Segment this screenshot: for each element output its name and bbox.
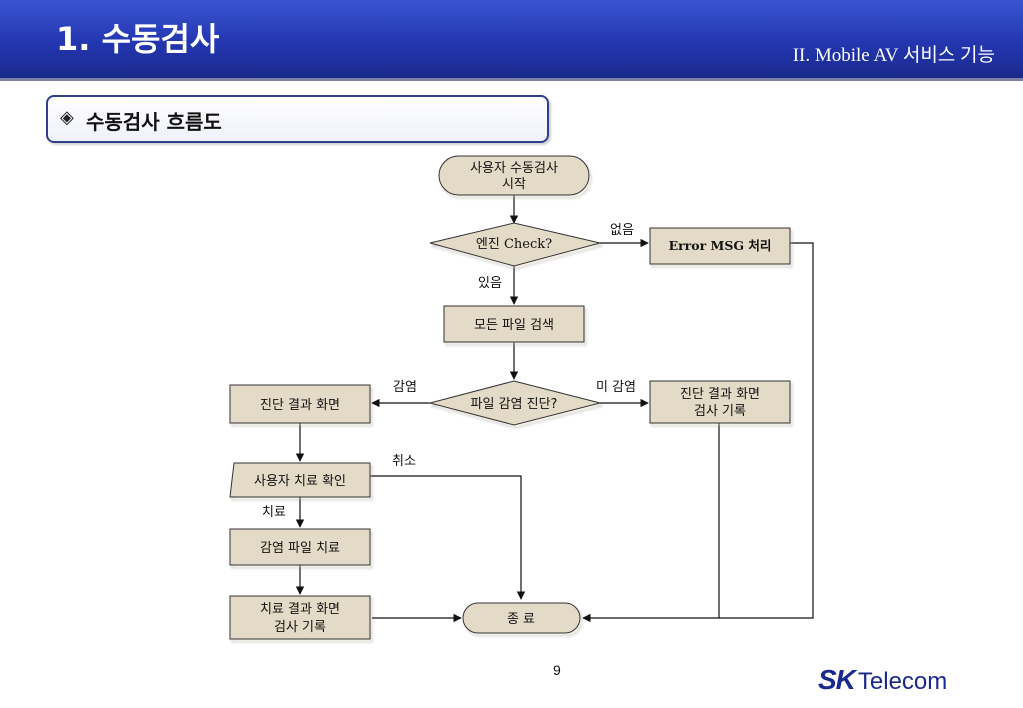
start-line2: 시작	[502, 177, 526, 192]
node-user-confirm	[229, 462, 371, 498]
subheading-text: 수동검사 흐름도	[86, 110, 222, 134]
arrow-error-to-end	[719, 242, 814, 619]
treat-result-line1: 치료 결과 화면	[260, 602, 340, 617]
engine-check-label: 엔진 Check?	[476, 237, 552, 252]
logo-sk: SK	[818, 664, 856, 695]
label-cancel: 취소	[392, 454, 416, 469]
node-infection-check	[428, 380, 601, 426]
logo-telecom: Telecom	[857, 668, 948, 695]
subheading-box: ◈ 수동검사 흐름도	[46, 95, 549, 143]
nodes	[229, 155, 791, 640]
node-labels: 사용자 수동검사 시작 엔진 Check? Error MSG 처리 모든 파일…	[254, 161, 771, 635]
treat-file-label: 감염 파일 치료	[260, 541, 340, 556]
result-infected-label: 진단 결과 화면	[260, 398, 340, 413]
end-label: 종 료	[507, 612, 535, 627]
section-label: II. Mobile AV 서비스 기능	[793, 40, 995, 67]
label-none: 없음	[610, 223, 634, 238]
label-not-infected: 미 감염	[596, 380, 636, 395]
page-number: 9	[553, 662, 561, 678]
section-label-text: II. Mobile AV 서비스 기능	[792, 45, 995, 66]
label-treat: 치료	[262, 505, 286, 520]
label-infected: 감염	[393, 380, 417, 395]
node-engine-check	[429, 222, 601, 267]
arrow-clean-to-end	[582, 423, 720, 623]
label-exists: 있음	[478, 276, 502, 291]
node-start	[438, 155, 590, 196]
node-result-infected	[229, 384, 371, 424]
header-bar	[0, 0, 1023, 78]
edge-labels: 없음 있음 감염 미 감염 취소 치료	[262, 223, 636, 520]
slide-title: 1. 수동검사	[56, 20, 220, 58]
node-error-msg	[649, 227, 791, 265]
result-clean-line1: 진단 결과 화면	[680, 387, 760, 402]
node-result-clean	[649, 380, 791, 424]
infection-check-label: 파일 감염 진단?	[471, 397, 558, 412]
header-shadow	[0, 78, 1023, 81]
start-line1: 사용자 수동검사	[470, 161, 558, 176]
treat-result-line2: 검사 기록	[274, 620, 326, 635]
result-clean-line2: 검사 기록	[694, 404, 746, 419]
user-confirm-label: 사용자 치료 확인	[254, 474, 346, 489]
error-msg-label: Error MSG 처리	[669, 238, 772, 253]
connectors	[295, 195, 814, 623]
diamond-arrow-bullet-icon: ◈	[60, 107, 74, 128]
node-search-all	[443, 305, 585, 343]
node-treat-result	[229, 595, 371, 640]
node-end	[462, 602, 581, 634]
search-all-label: 모든 파일 검색	[474, 318, 554, 333]
node-treat-file	[229, 528, 371, 566]
arrow-cancel-to-end	[370, 475, 526, 600]
